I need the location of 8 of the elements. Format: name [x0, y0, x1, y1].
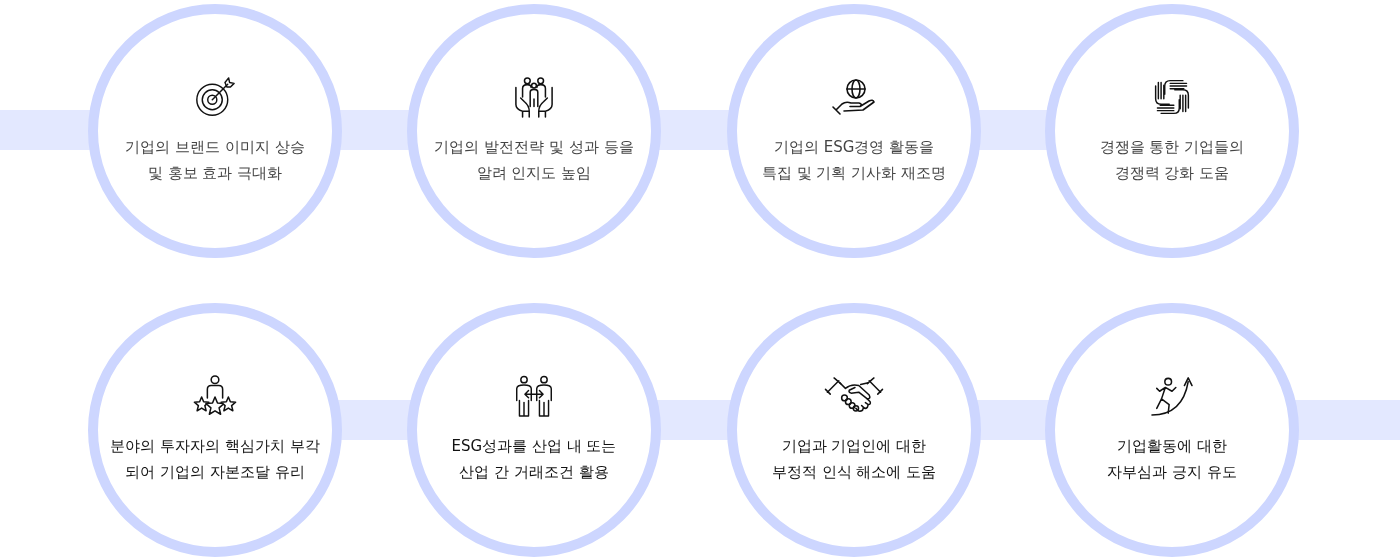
description-text: 기업의 브랜드 이미지 상승 및 홍보 효과 극대화	[124, 137, 306, 184]
description-text: ESG성과를 산업 내 또는 산업 간 거래조건 활용	[450, 436, 618, 483]
description-text: 분야의 투자자의 핵심가치 부각 되어 기업의 자본조달 유리	[109, 436, 321, 483]
description-text: 기업활동에 대한 자부심과 긍지 유도	[1106, 436, 1238, 483]
description-text: 경쟁을 통한 기업들의 경쟁력 강화 도움	[1098, 137, 1246, 184]
description-text: 기업의 ESG경영 활동을 특집 및 기획 기사화 재조명	[761, 137, 947, 184]
description-text: 기업과 기업인에 대한 부정적 인식 해소에 도움	[770, 436, 938, 483]
description-text: 기업의 발전전략 및 성과 등을 알려 인지도 높임	[433, 137, 635, 184]
